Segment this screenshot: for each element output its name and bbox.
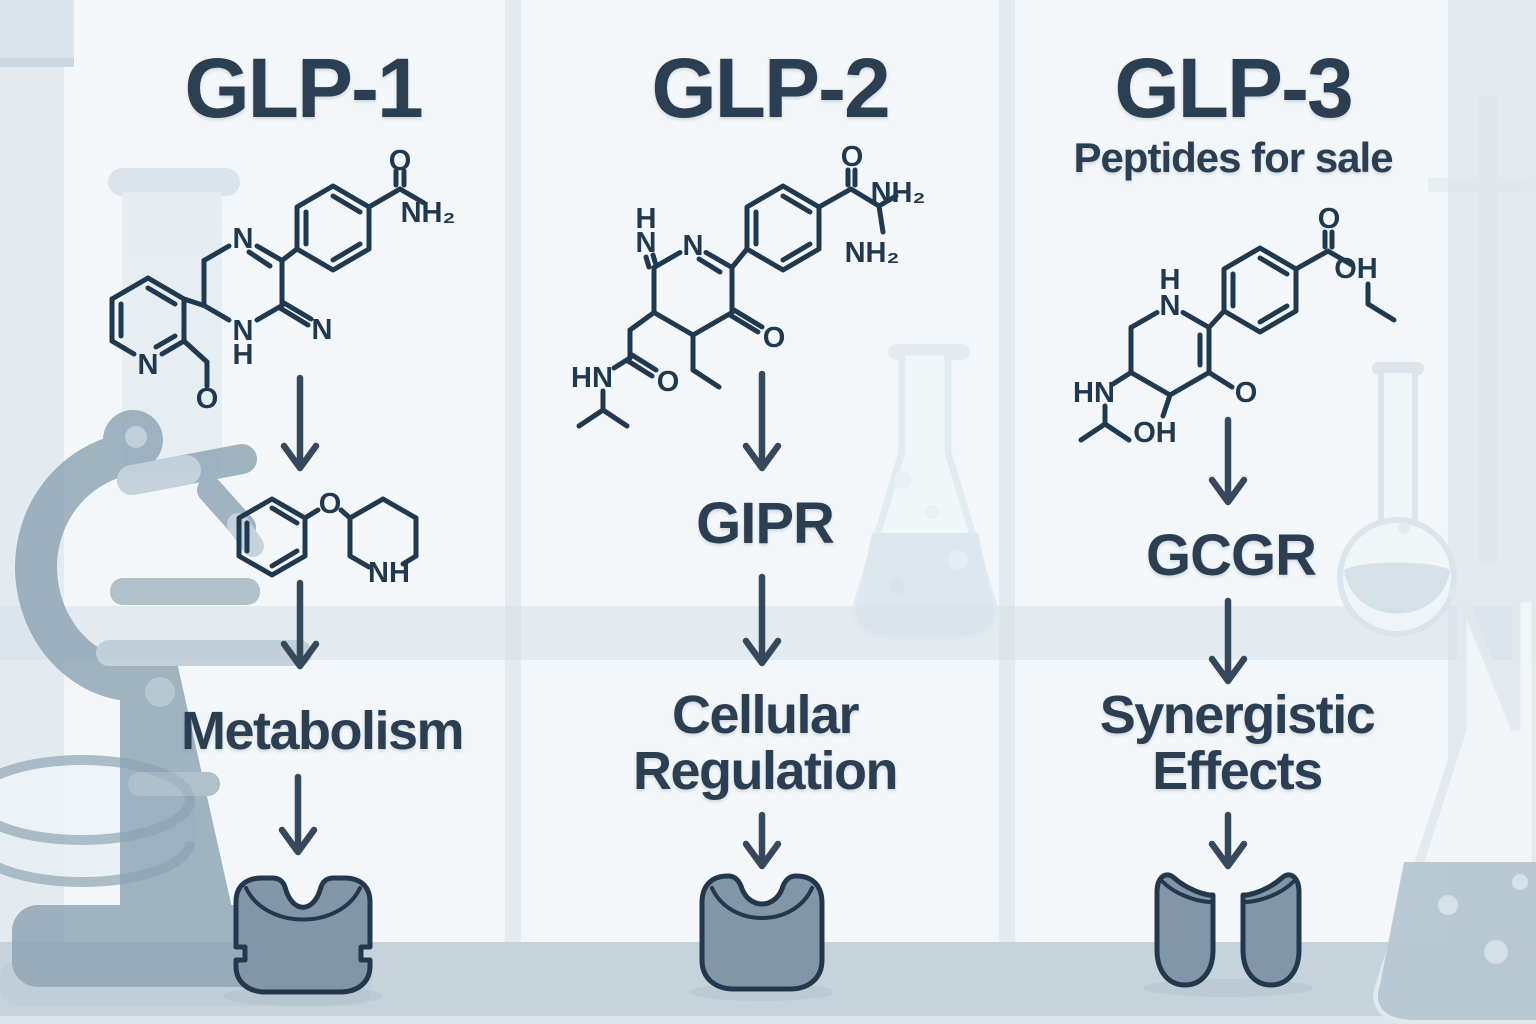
stand-rod-icon xyxy=(1428,95,1536,565)
structure-glp1-metabolite-bonds xyxy=(236,496,419,578)
receptor-label-gcgr: GCGR xyxy=(1146,523,1317,588)
receptor-label-gipr: GIPR xyxy=(696,491,835,556)
outcome-cellular: Cellular xyxy=(671,685,860,745)
arrow-down xyxy=(280,579,320,670)
receptor-glp3-split xyxy=(1154,872,1302,988)
atom-label-n-ring-bottom: N xyxy=(233,315,254,347)
structure-glp2-bonds xyxy=(576,167,899,429)
structure-glp3: H N O OH O OH HN xyxy=(1073,203,1397,449)
atom-label-oh-ester: OH xyxy=(1334,253,1378,285)
outcome-synergistic: Synergistic xyxy=(1099,685,1376,745)
atom-label-nh2-top: NH₂ xyxy=(871,177,926,209)
structure-glp1: O NH₂ N N H N N O xyxy=(109,145,456,415)
receptor-glp2 xyxy=(699,873,825,992)
atom-label-o-amide: O xyxy=(657,366,680,398)
atom-label-h-imine: H xyxy=(636,203,657,235)
outcome-effects: Effects xyxy=(1152,741,1323,801)
atom-label-o-carbonyl: O xyxy=(841,141,864,173)
structure-glp1-bonds xyxy=(109,168,427,389)
lab-bench-edge xyxy=(0,1016,1536,1024)
atom-label-n-imine: N xyxy=(312,314,333,346)
atom-label-nh-piperidine: NH xyxy=(368,557,410,589)
atom-label-o-carbonyl: O xyxy=(389,145,412,177)
atom-label-o-ether: O xyxy=(319,488,342,520)
atom-label-o-ring: O xyxy=(1235,377,1258,409)
atom-label-nh2-bottom: NH₂ xyxy=(845,237,900,269)
atom-label-nh2: NH₂ xyxy=(401,197,456,229)
atom-label-o-carbonyl: O xyxy=(1318,203,1341,235)
outcome-metabolism: Metabolism xyxy=(180,701,465,761)
arrow-down xyxy=(278,773,318,856)
column-panel-3 xyxy=(1015,0,1448,942)
arrow-down xyxy=(742,370,782,472)
wall-tile xyxy=(0,0,74,58)
arrow-down xyxy=(742,811,782,870)
column2-title: GLP-2 xyxy=(651,41,890,135)
erlenmeyer-flask-center-icon xyxy=(852,344,998,640)
atom-label-h-ring-bottom: H xyxy=(233,339,254,371)
wall-tile-edge xyxy=(0,58,74,67)
volumetric-flask-icon xyxy=(1337,362,1457,637)
column3-title: GLP-3 xyxy=(1114,41,1353,135)
erlenmeyer-flask-large-icon xyxy=(1373,586,1536,1024)
column1-title: GLP-1 xyxy=(184,41,423,135)
arrow-down xyxy=(742,573,782,667)
atom-label-hn-amine: HN xyxy=(1073,377,1115,409)
column3-subtitle: Peptides for sale xyxy=(1073,134,1393,181)
structure-glp2: N H N O NH₂ NH₂ O O HN xyxy=(571,141,926,429)
atom-label-h-ring: H xyxy=(1160,264,1181,296)
structure-glp1-metabolite: O NH xyxy=(236,488,419,589)
arrow-down xyxy=(280,374,320,472)
arrow-down xyxy=(1208,597,1248,685)
atom-label-n-ring: N xyxy=(683,230,704,262)
outcome-regulation: Regulation xyxy=(633,741,899,801)
atom-label-o-ketone: O xyxy=(763,322,786,354)
atom-label-n-ring-top: N xyxy=(233,223,254,255)
atom-label-n-ring: N xyxy=(1160,290,1181,322)
atom-label-o-methylene: O xyxy=(196,383,219,415)
atom-label-n-imine: N xyxy=(636,227,657,259)
arrow-down xyxy=(1208,811,1248,870)
receptor-glp1 xyxy=(233,875,373,995)
atom-label-oh-bottom: OH xyxy=(1133,417,1177,449)
atom-label-hn-amide: HN xyxy=(571,362,613,394)
structure-glp3-bonds xyxy=(1078,229,1397,443)
atom-label-n-pyridine: N xyxy=(138,349,159,381)
arrow-down xyxy=(1208,416,1248,506)
